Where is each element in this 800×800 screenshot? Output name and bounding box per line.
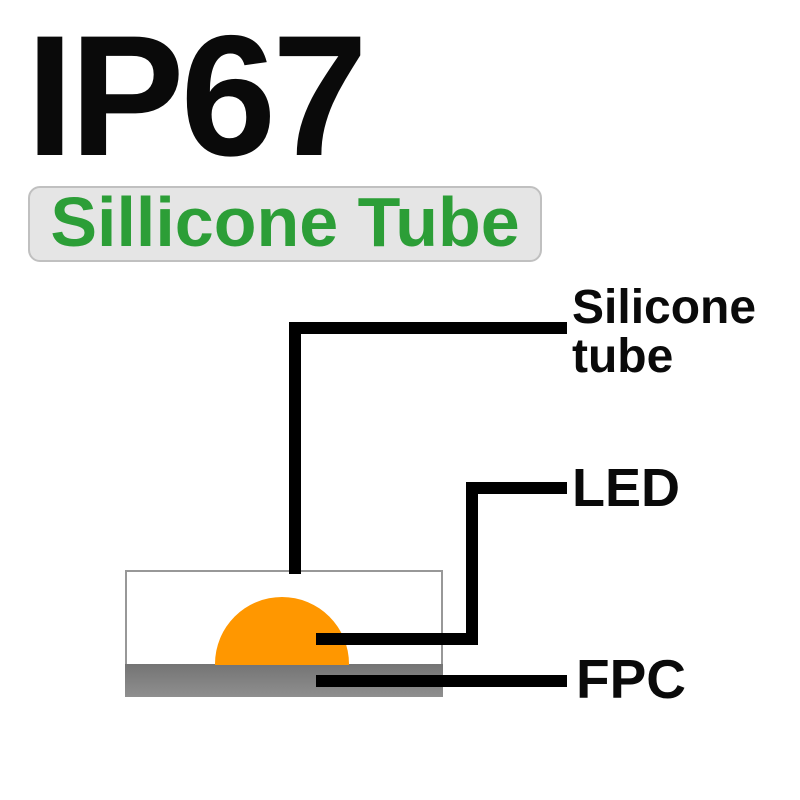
led-callout-line-vertical [466, 482, 478, 645]
fpc-label: FPC [576, 648, 686, 710]
silicone-tube-label-line1: Silicone [572, 281, 757, 334]
led-callout-line-bottom [316, 633, 478, 645]
badge-label: Sillicone Tube [50, 183, 520, 261]
led-label: LED [572, 458, 680, 518]
silicone-tube-badge: Sillicone Tube [28, 186, 542, 262]
fpc-callout-line-horizontal [316, 675, 567, 687]
led-callout-line-top [466, 482, 567, 494]
silicone-tube-callout-line-horizontal [289, 322, 567, 334]
silicone-tube-callout-line-vertical [289, 322, 301, 574]
silicone-tube-label-line2: tube [572, 329, 674, 383]
silicone-tube-label: Silicone tube [572, 281, 757, 383]
ip-rating-title: IP67 [26, 0, 368, 192]
